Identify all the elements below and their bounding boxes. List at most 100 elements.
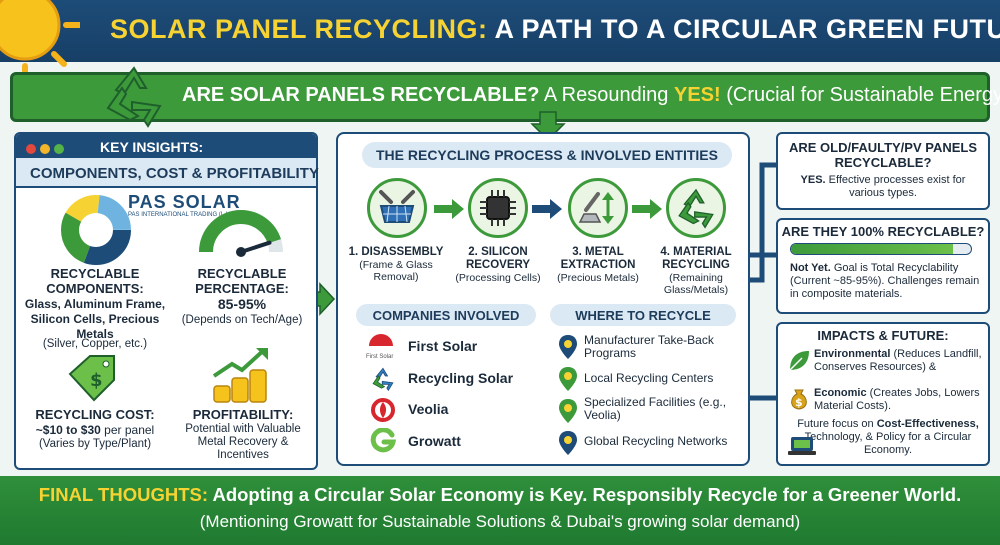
step-material-circle	[666, 178, 726, 238]
recycle-small-icon	[678, 188, 714, 229]
footer-note: (Mentioning Growatt for Sustainable Solu…	[199, 512, 801, 531]
title-rest: A PATH TO A CIRCULAR GREEN FUTURE	[487, 14, 1000, 44]
companies-title: COMPANIES INVOLVED	[372, 308, 520, 323]
full-recyclable-text: Goal is Total Recyclability (Current ~85…	[790, 262, 980, 300]
cost-value-bold: ~$10 to $30	[35, 423, 101, 437]
sun-icon	[0, 0, 80, 80]
where-title-bg	[550, 304, 736, 326]
location-pin-icon	[559, 335, 577, 359]
step-2-body: (Processing Cells)	[455, 272, 541, 284]
company-recycling-solar: Recycling Solar	[408, 370, 514, 386]
env-label: Environmental	[814, 348, 891, 360]
place-specialized: Specialized Facilities (e.g., Veolia)	[584, 395, 727, 422]
future-bold: Cost-Effectiveness,	[876, 418, 979, 430]
future-post: Technology, & Policy for a Circular Econ…	[804, 431, 972, 456]
percentage-value: 85-95%	[217, 296, 267, 312]
cost-value-suffix: per panel	[100, 423, 155, 437]
percentage-note: (Depends on Tech/Age)	[181, 314, 303, 326]
eco-label: Economic	[814, 387, 867, 399]
company-veolia: Veolia	[408, 401, 449, 417]
pas-solar-logo-sub: PAS INTERNATIONAL TRADING (L.L.C)	[128, 212, 238, 218]
place-take-back: Manufacturer Take-Back Programs	[584, 333, 714, 360]
banner-answer-pre: A Resounding	[539, 84, 674, 106]
step-2-head: 2. SILICON RECOVERY	[465, 246, 531, 271]
leaf-icon	[789, 351, 809, 371]
coins-growth-icon	[212, 348, 268, 403]
metal-extraction-icon	[578, 192, 614, 224]
old-panels-yes: YES.	[800, 174, 826, 186]
step-4-head: 4. MATERIAL RECYCLING	[660, 246, 732, 271]
components-body: Glass, Aluminum Frame, Silicon Cells, Pr…	[24, 297, 166, 341]
growatt-logo-icon	[370, 428, 396, 453]
window-dots	[26, 141, 68, 159]
first-solar-logo-icon	[369, 334, 393, 346]
cost-note: (Varies by Type/Plant)	[38, 438, 152, 450]
veolia-logo-icon	[371, 398, 395, 422]
money-bag-icon: $	[791, 389, 807, 410]
place-global-networks: Global Recycling Networks	[584, 434, 728, 448]
components-head: RECYCLABLE COMPONENTS:	[46, 266, 144, 296]
profit-head: PROFITABILITY:	[192, 407, 294, 422]
branch-arrow-1	[750, 162, 776, 258]
step-4-body: (Remaining Glass/Metals)	[663, 272, 729, 296]
step-arrow-1	[434, 199, 464, 219]
future-pre: Future focus on	[797, 418, 877, 430]
first-solar-logo-text: First Solar	[366, 354, 394, 360]
key-insights-panel	[14, 132, 318, 470]
percentage-head: RECYCLABLE PERCENTAGE:	[195, 266, 289, 296]
step-metal-circle	[568, 178, 628, 238]
profit-body: Potential with Valuable Metal Recovery &…	[185, 423, 301, 461]
final-thoughts-text: Adopting a Circular Solar Economy is Key…	[208, 484, 962, 505]
full-not-yet: Not Yet.	[790, 262, 831, 274]
step-3-body: (Precious Metals)	[557, 272, 639, 284]
question-banner	[10, 72, 990, 122]
donut-chart-icon	[61, 195, 131, 265]
laptop-icon	[788, 437, 816, 455]
svg-text:$: $	[795, 396, 803, 409]
price-tag-icon: $	[68, 355, 115, 402]
step-arrow-3	[632, 199, 662, 219]
banner-answer-post: (Crucial for Sustainable Energy)	[720, 84, 1000, 106]
company-first-solar: First Solar	[408, 338, 478, 354]
env-body: (Reduces Landfill, Conserves Resources) …	[814, 348, 982, 373]
key-insights-header: KEY INSIGHTS:	[100, 139, 204, 155]
full-recyclable-head: ARE THEY 100% RECYCLABLE?	[781, 224, 985, 239]
old-panels-card	[776, 132, 990, 210]
progress-fill	[791, 244, 953, 254]
location-pin-icon	[559, 367, 577, 391]
svg-text:$: $	[90, 370, 103, 391]
place-local-centers: Local Recycling Centers	[584, 371, 714, 385]
subtitle-bar	[16, 158, 316, 188]
final-thoughts: FINAL THOUGHTS: Adopting a Circular Sola…	[0, 484, 1000, 506]
recycle-icon	[106, 66, 162, 128]
step-arrow-2	[532, 199, 562, 219]
banner-text: ARE SOLAR PANELS RECYCLABLE? A Resoundin…	[182, 84, 1000, 107]
full-recyclable-card	[776, 218, 990, 314]
location-pin-icon	[559, 431, 577, 455]
branch-arrow-2	[750, 252, 776, 283]
header-bar	[0, 0, 1000, 62]
pas-solar-logo: PAS SOLAR	[128, 192, 241, 212]
cost-value: ~$10 to $30 per panel	[20, 423, 170, 437]
solar-panel-tools-icon	[379, 190, 415, 223]
final-thoughts-label: FINAL THOUGHTS:	[38, 484, 208, 505]
future-focus: Future focus on Cost-Effectiveness, Tech…	[790, 418, 986, 457]
companies-title-bg	[356, 304, 536, 326]
panel-subtitle: COMPONENTS, COST & PROFITABILITY	[30, 165, 319, 182]
cost-head: RECYCLING COST:	[35, 407, 155, 422]
impacts-head: IMPACTS & FUTURE:	[817, 328, 949, 343]
panel-titlebar	[16, 134, 316, 158]
chip-icon	[480, 190, 516, 226]
eco-impact: Economic (Creates Jobs, Lowers Material …	[814, 387, 986, 413]
banner-yes: YES!	[673, 84, 721, 106]
full-recyclable-body: Not Yet. Goal is Total Recyclability (Cu…	[790, 262, 980, 301]
title-highlight: SOLAR PANEL RECYCLING:	[110, 14, 488, 44]
step-1-head: 1. DISASSEMBLY	[348, 246, 444, 258]
eco-body: (Creates Jobs, Lowers Material Costs).	[814, 387, 980, 412]
banner-question: ARE SOLAR PANELS RECYCLABLE?	[182, 84, 540, 106]
step-1-body: (Frame & Glass Removal)	[359, 259, 433, 283]
step-arrows	[434, 199, 662, 219]
step-3-head: 3. METAL EXTRACTION	[560, 246, 636, 271]
components-note: (Silver, Copper, etc.)	[42, 338, 148, 350]
green-dot-icon	[54, 144, 64, 154]
